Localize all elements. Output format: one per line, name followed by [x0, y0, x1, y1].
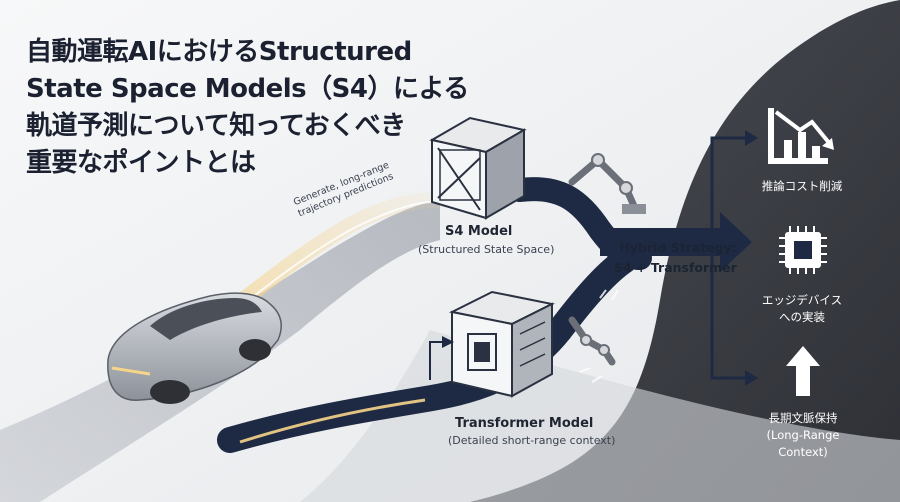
input-arrow-icon: [429, 336, 454, 380]
ground-shade: [300, 330, 900, 502]
lower-trajectory: [217, 247, 638, 453]
benefit-context-label: 長期文脈保持 (Long-Range Context): [742, 410, 864, 461]
benefit-edge-line-2: への実装: [779, 310, 825, 324]
transformer-cube-icon: [448, 290, 556, 398]
benefit-context-line-1: 長期文脈保持: [768, 411, 838, 425]
hybrid-arrow: [600, 212, 752, 272]
branch-arrow-bottom: [745, 370, 758, 386]
robot-arm-upper-icon: [568, 153, 646, 214]
benefit-context-line-2: (Long-Range Context): [766, 428, 840, 459]
branch-arrow-top: [745, 130, 758, 146]
benefit-edge-line-1: エッジデバイス: [761, 293, 843, 307]
transformer-model-name: Transformer Model: [455, 416, 594, 431]
page-title: 自動運転AIにおけるStructured State Space Models（…: [26, 34, 469, 182]
s4-model-name: S4 Model: [445, 224, 513, 239]
title-line-3: 軌道予測について知っておくべき: [26, 111, 406, 141]
chip-icon: [779, 226, 827, 274]
title-line-1: 自動運転AIにおけるStructured: [26, 37, 412, 67]
up-arrow-icon: [786, 346, 820, 396]
branch-bracket: [710, 136, 745, 380]
sparkle-marks: [579, 289, 619, 383]
s4-cube-icon: [429, 116, 527, 220]
benefit-cost-label: 推論コスト削減: [761, 179, 843, 193]
benefit-edge-label: エッジデバイス への実装: [742, 292, 862, 326]
s4-model-subtitle: (Structured State Space): [418, 243, 555, 256]
car-icon: [107, 292, 283, 404]
hybrid-strategy-label: Hybrid Strategy: S4 + Transformer: [614, 238, 737, 278]
cost-down-chart-icon: [768, 108, 834, 164]
lower-trajectory-glow: [239, 398, 426, 444]
hybrid-line-2: S4 + Transformer: [614, 260, 737, 275]
hybrid-line-1: Hybrid Strategy:: [619, 240, 737, 255]
transformer-model-subtitle: (Detailed short-range context): [448, 434, 616, 447]
title-line-2: State Space Models（S4）による: [26, 74, 469, 104]
title-line-4: 重要なポイントとは: [26, 148, 256, 178]
robot-arm-lower-icon: [568, 316, 616, 366]
